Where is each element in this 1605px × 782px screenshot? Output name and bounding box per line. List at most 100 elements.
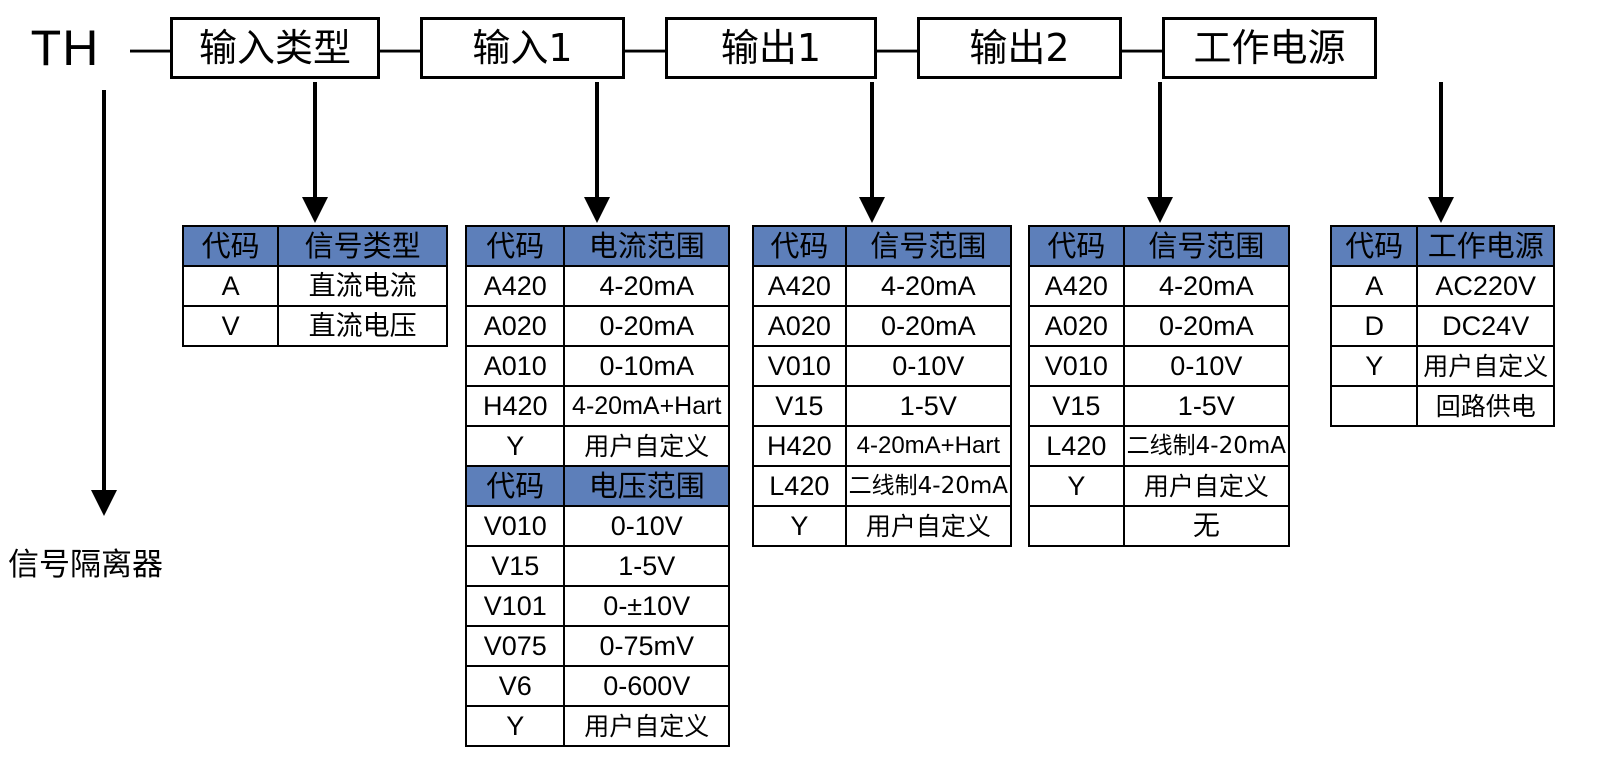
cell-value: 1-5V xyxy=(844,385,1013,427)
column-header-power-supply: 工作电源 xyxy=(1416,225,1555,267)
table-header-row: 代码 电压范围 xyxy=(464,465,730,507)
cell-value: 用户自定义 xyxy=(563,705,730,747)
cell-value: 0-10V xyxy=(563,505,730,547)
segment-box-input1[interactable]: 输入1 xyxy=(420,16,625,79)
table-row[interactable]: V15 1-5V xyxy=(1028,385,1291,427)
table-row[interactable]: L420 二线制4-20mA xyxy=(1028,425,1291,467)
cell-value: 直流电流 xyxy=(277,265,448,307)
cell-code xyxy=(1329,385,1419,427)
column-header-code: 代码 xyxy=(464,465,566,507)
column-header-signal-type: 信号类型 xyxy=(277,225,448,267)
table-row[interactable]: A420 4-20mA xyxy=(1028,265,1291,307)
table-row[interactable]: D DC24V xyxy=(1329,305,1555,347)
cell-value: 回路供电 xyxy=(1416,385,1555,427)
cell-value: 用户自定义 xyxy=(1416,345,1555,387)
table-header-row: 代码 信号范围 xyxy=(752,225,1013,267)
cell-value: 用户自定义 xyxy=(563,425,730,467)
cell-value: 用户自定义 xyxy=(1122,465,1291,507)
table-row[interactable]: A 直流电流 xyxy=(181,265,448,307)
table-header-row: 代码 电流范围 xyxy=(464,225,730,267)
table-row[interactable]: V010 0-10V xyxy=(752,345,1013,387)
cell-code: V010 xyxy=(1028,345,1125,387)
table-row[interactable]: V 直流电压 xyxy=(181,305,448,347)
separator-dash-3: — xyxy=(625,22,669,72)
cell-value: 0-20mA xyxy=(563,305,730,347)
caption-signal-isolator: 信号隔离器 xyxy=(8,547,163,583)
table-row[interactable]: Y 用户自定义 xyxy=(1329,345,1555,387)
table-row[interactable]: 无 xyxy=(1028,505,1291,547)
table-row[interactable]: L420 二线制4-20mA xyxy=(752,465,1013,507)
table-row[interactable]: V101 0-±10V xyxy=(464,585,730,627)
column-header-voltage-range: 电压范围 xyxy=(563,465,730,507)
separator-dash-4: — xyxy=(877,22,921,72)
cell-code: Y xyxy=(1329,345,1419,387)
cell-code: V075 xyxy=(464,625,566,667)
table-row[interactable]: A020 0-20mA xyxy=(464,305,730,347)
table-row[interactable]: A420 4-20mA xyxy=(464,265,730,307)
segment-box-input-type[interactable]: 输入类型 xyxy=(170,16,380,79)
column-header-code: 代码 xyxy=(181,225,280,267)
model-prefix: TH xyxy=(30,19,100,76)
cell-code: V101 xyxy=(464,585,566,627)
cell-value: 0-20mA xyxy=(844,305,1013,347)
cell-code: A010 xyxy=(464,345,566,387)
cell-value: DC24V xyxy=(1416,305,1555,347)
column-header-signal-range: 信号范围 xyxy=(1122,225,1291,267)
column-header-code: 代码 xyxy=(464,225,566,267)
cell-value: 1-5V xyxy=(1122,385,1291,427)
table-row[interactable]: H420 4-20mA+Hart xyxy=(752,425,1013,467)
table-row[interactable]: V075 0-75mV xyxy=(464,625,730,667)
table-output2: 代码 信号范围 A420 4-20mA A020 0-20mA V010 0-1… xyxy=(1028,225,1291,547)
table-row[interactable]: A020 0-20mA xyxy=(752,305,1013,347)
table-row[interactable]: A020 0-20mA xyxy=(1028,305,1291,347)
segment-box-power-supply[interactable]: 工作电源 xyxy=(1162,16,1377,79)
column-header-code: 代码 xyxy=(1028,225,1125,267)
table-row[interactable]: V6 0-600V xyxy=(464,665,730,707)
cell-code: V010 xyxy=(752,345,847,387)
segment-box-output2[interactable]: 输出2 xyxy=(917,16,1122,79)
column-header-signal-range: 信号范围 xyxy=(844,225,1013,267)
separator-dash-2: — xyxy=(380,22,424,72)
cell-code: V15 xyxy=(464,545,566,587)
cell-code: A xyxy=(1329,265,1419,307)
cell-code: A420 xyxy=(1028,265,1125,307)
column-header-code: 代码 xyxy=(1329,225,1419,267)
cell-code: A020 xyxy=(1028,305,1125,347)
table-row[interactable]: Y 用户自定义 xyxy=(464,705,730,747)
cell-code: D xyxy=(1329,305,1419,347)
cell-code: Y xyxy=(752,505,847,547)
cell-value: 直流电压 xyxy=(277,305,448,347)
model-code-row: TH — 输入类型 — 输入1 — 输出1 — 输出2 — 工作电源 xyxy=(0,0,1605,95)
table-row[interactable]: H420 4-20mA+Hart xyxy=(464,385,730,427)
cell-code: L420 xyxy=(1028,425,1125,467)
table-row[interactable]: A AC220V xyxy=(1329,265,1555,307)
cell-code: V010 xyxy=(464,505,566,547)
cell-code: H420 xyxy=(752,425,847,467)
segment-box-output1[interactable]: 输出1 xyxy=(665,16,877,79)
table-row[interactable]: V15 1-5V xyxy=(752,385,1013,427)
cell-code: V xyxy=(181,305,280,347)
cell-code: A020 xyxy=(464,305,566,347)
table-row[interactable]: Y 用户自定义 xyxy=(752,505,1013,547)
table-row[interactable]: 回路供电 xyxy=(1329,385,1555,427)
cell-value: 4-20mA xyxy=(563,265,730,307)
table-row[interactable]: Y 用户自定义 xyxy=(1028,465,1291,507)
separator-dash-1: — xyxy=(130,22,174,72)
cell-code: A420 xyxy=(464,265,566,307)
table-output1: 代码 信号范围 A420 4-20mA A020 0-20mA V010 0-1… xyxy=(752,225,1013,547)
cell-value: 0-±10V xyxy=(563,585,730,627)
column-header-current-range: 电流范围 xyxy=(563,225,730,267)
table-input-type: 代码 信号类型 A 直流电流 V 直流电压 xyxy=(181,225,448,347)
cell-code: V15 xyxy=(1028,385,1125,427)
table-row[interactable]: V15 1-5V xyxy=(464,545,730,587)
table-header-row: 代码 信号类型 xyxy=(181,225,448,267)
table-row[interactable]: A010 0-10mA xyxy=(464,345,730,387)
cell-code: L420 xyxy=(752,465,847,507)
table-row[interactable]: A420 4-20mA xyxy=(752,265,1013,307)
cell-value: AC220V xyxy=(1416,265,1555,307)
table-row[interactable]: Y 用户自定义 xyxy=(464,425,730,467)
table-row[interactable]: V010 0-10V xyxy=(1028,345,1291,387)
table-row[interactable]: V010 0-10V xyxy=(464,505,730,547)
cell-code: V15 xyxy=(752,385,847,427)
table-header-row: 代码 信号范围 xyxy=(1028,225,1291,267)
